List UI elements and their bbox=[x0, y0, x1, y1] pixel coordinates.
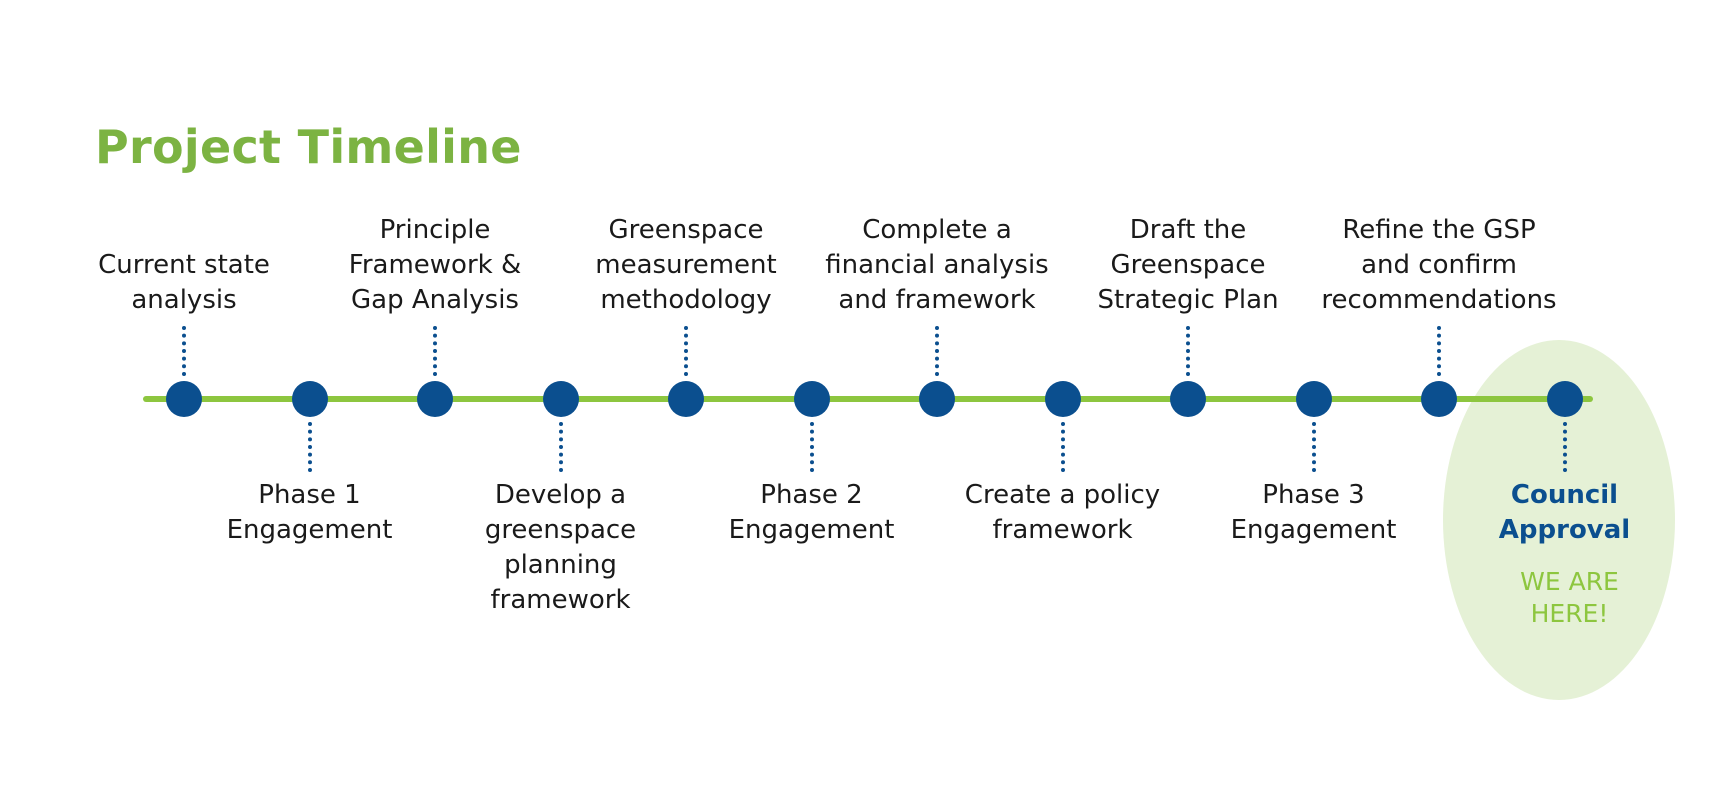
milestone-connector bbox=[684, 326, 688, 376]
milestone-node bbox=[291, 381, 328, 417]
milestone-node bbox=[1170, 381, 1206, 417]
milestone-node bbox=[919, 381, 955, 417]
milestone-node bbox=[668, 381, 704, 417]
milestone-connector bbox=[1186, 326, 1190, 376]
milestone-node bbox=[542, 381, 579, 417]
milestone-node bbox=[417, 381, 453, 417]
milestone-connector bbox=[1060, 422, 1065, 472]
milestone-connector bbox=[433, 326, 437, 376]
milestone-node bbox=[1044, 381, 1081, 417]
milestone-connector bbox=[1437, 326, 1441, 376]
page-title: Project Timeline bbox=[95, 120, 522, 174]
timeline-line bbox=[143, 396, 1593, 402]
milestone-connector bbox=[935, 326, 939, 376]
milestone-node bbox=[1421, 381, 1457, 417]
milestone-node bbox=[166, 381, 202, 417]
milestone-connector bbox=[307, 422, 312, 472]
milestone-node bbox=[1295, 381, 1332, 417]
milestone-connector bbox=[182, 326, 186, 376]
milestone-node bbox=[793, 381, 830, 417]
milestone-connector bbox=[1562, 422, 1567, 472]
milestone-connector bbox=[809, 422, 814, 472]
milestone-connector bbox=[1311, 422, 1316, 472]
milestone-connector bbox=[558, 422, 563, 472]
milestone-node bbox=[1546, 381, 1583, 417]
